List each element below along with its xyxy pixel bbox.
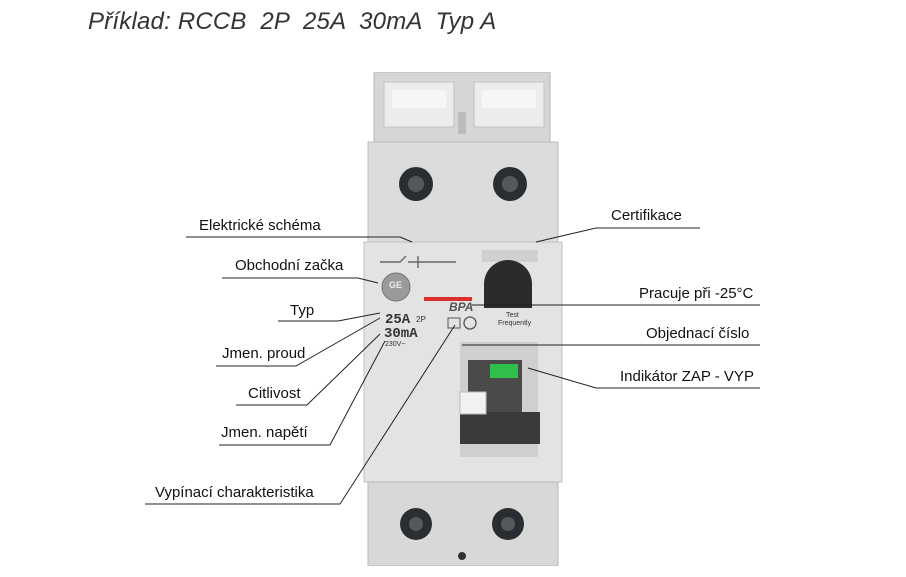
screw-bottom-left-center bbox=[409, 517, 423, 531]
snowflake-icon bbox=[463, 316, 477, 330]
device-sensitivity: 30mA bbox=[384, 326, 418, 342]
device-rating: 25A bbox=[385, 312, 411, 328]
label-certifikace: Certifikace bbox=[611, 207, 682, 224]
label-obchodni-znacka: Obchodní začka bbox=[235, 257, 344, 274]
bottom-hole bbox=[458, 552, 466, 560]
leader-obchodni-znacka bbox=[222, 277, 379, 284]
label-typ: Typ bbox=[290, 302, 315, 319]
leader-elektricke-schema bbox=[186, 236, 413, 243]
on-off-indicator bbox=[490, 364, 518, 378]
test-sub-label: Frequently bbox=[498, 320, 532, 327]
certification-marks bbox=[482, 250, 538, 262]
red-strip bbox=[424, 297, 472, 301]
rccb-device-illustration bbox=[363, 72, 563, 566]
label-elektricke-schema: Elektrické schéma bbox=[199, 217, 321, 234]
top-window-right bbox=[482, 90, 536, 108]
test-button-body bbox=[484, 284, 532, 308]
order-code-box-icon bbox=[447, 317, 461, 329]
page-title: Příklad: RCCB 2P 25A 30mA Typ A bbox=[88, 8, 497, 35]
leader-jmen-napeti bbox=[219, 340, 386, 446]
toggle-left-face bbox=[459, 391, 487, 415]
label-pracuje: Pracuje při -25°C bbox=[639, 285, 754, 302]
lower-body bbox=[367, 481, 559, 566]
label-jmen-proud: Jmen. proud bbox=[222, 345, 306, 362]
top-clip bbox=[458, 112, 466, 134]
screw-top-left-center bbox=[408, 176, 424, 192]
leader-vypinaci-charakteristika bbox=[145, 324, 456, 505]
label-jmen-napeti: Jmen. napětí bbox=[221, 424, 308, 441]
test-label: Test bbox=[506, 312, 519, 319]
label-vypinaci-charakteristika: Vypínací charakteristika bbox=[155, 484, 314, 501]
toggle-handle bbox=[460, 412, 540, 444]
brand-logo-text: GE bbox=[389, 280, 403, 290]
leader-jmen-proud bbox=[216, 317, 381, 367]
leader-citlivost bbox=[236, 333, 381, 406]
screw-bottom-right-center bbox=[501, 517, 515, 531]
device-voltage: 230V~ bbox=[385, 341, 406, 348]
device-model: BPA bbox=[449, 300, 474, 314]
screw-top-right-center bbox=[502, 176, 518, 192]
electrical-schematic-symbol bbox=[380, 255, 456, 268]
leader-certifikace bbox=[535, 227, 700, 243]
upper-body bbox=[367, 141, 559, 243]
device-poles: 2P bbox=[416, 315, 426, 324]
brand-logo bbox=[381, 272, 411, 302]
leader-indikator bbox=[527, 367, 760, 389]
label-objednaci-cislo: Objednací číslo bbox=[646, 325, 750, 342]
leader-typ bbox=[278, 312, 381, 322]
label-indikator: Indikátor ZAP - VYP bbox=[620, 368, 754, 385]
top-window-left bbox=[392, 90, 446, 108]
label-citlivost: Citlivost bbox=[248, 385, 301, 402]
